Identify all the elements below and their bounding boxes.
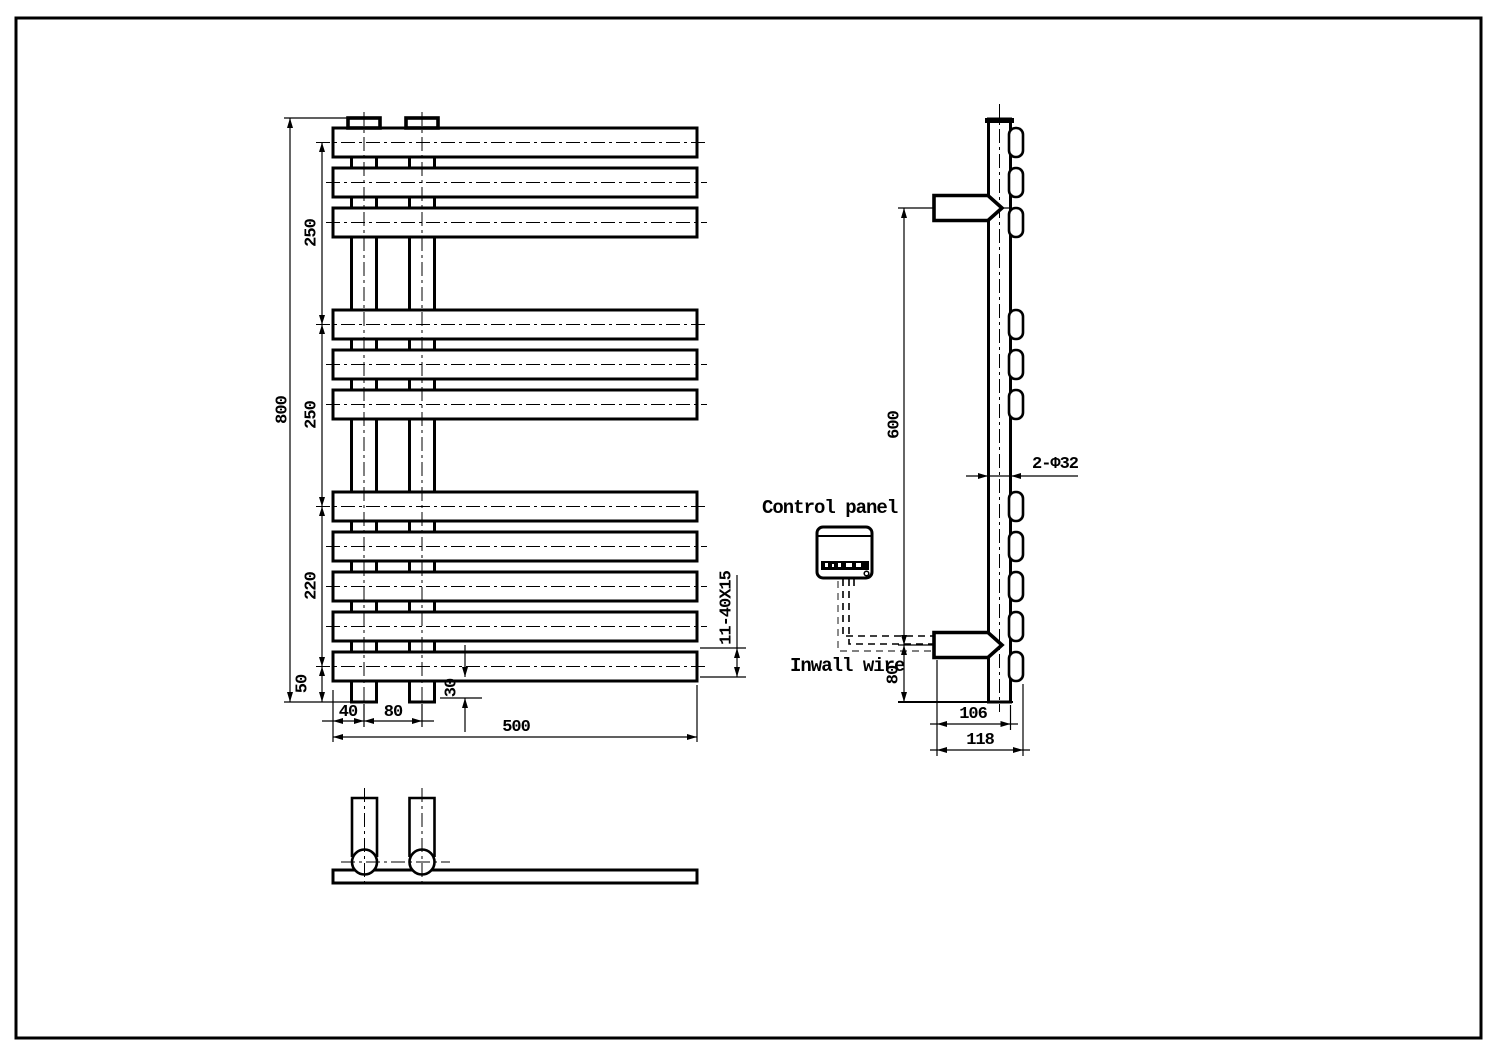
wall-bracket-top xyxy=(932,193,1005,223)
dim-label-118: 118 xyxy=(966,731,994,750)
dim-tube-spec: 2-Φ32 xyxy=(966,455,1080,479)
dim-label-600: 600 xyxy=(886,410,905,438)
bottom-view xyxy=(331,788,699,888)
bar-end xyxy=(1007,490,1025,523)
dim-bar-spec: 11-40X15 xyxy=(700,570,746,678)
bar-end xyxy=(1007,126,1025,159)
bar-end xyxy=(1007,570,1025,603)
bar-end xyxy=(1007,650,1025,683)
wall-bracket-bottom xyxy=(932,630,1005,660)
dim-label-800: 800 xyxy=(274,395,293,423)
dim-chain-vertical: 250 250 220 50 xyxy=(294,142,325,702)
front-view: 800 250 250 220 50 xyxy=(274,112,746,742)
dim-label-30: 30 xyxy=(443,678,462,697)
dim-label-250-top: 250 xyxy=(303,218,322,246)
dim-rail-protrusion: 30 xyxy=(440,645,482,732)
inwall-wire-label: Inwall wire xyxy=(790,655,905,677)
dim-label-40: 40 xyxy=(339,703,358,722)
bar-end xyxy=(1007,388,1025,421)
bar-end xyxy=(1007,308,1025,341)
dim-label-500: 500 xyxy=(502,718,530,737)
bar-end xyxy=(1007,610,1025,643)
dim-label-220: 220 xyxy=(303,571,322,599)
bar-end xyxy=(1007,530,1025,563)
dim-label-50: 50 xyxy=(294,674,313,693)
dim-label-250-mid: 250 xyxy=(303,400,322,428)
side-view: 600 80 2-Φ32 106 118 Control panel xyxy=(762,104,1080,756)
dim-label-tube-spec: 2-Φ32 xyxy=(1032,455,1079,474)
dim-overall-height: 800 xyxy=(274,117,352,703)
bar-end xyxy=(1007,348,1025,381)
display-segment xyxy=(832,564,834,567)
control-panel-label: Control panel xyxy=(762,497,898,519)
control-panel-display xyxy=(821,561,869,570)
control-panel: Control panel xyxy=(762,497,899,580)
dim-rail-offsets: 40 80 xyxy=(322,690,434,742)
dim-label-bar-spec: 11-40X15 xyxy=(718,570,737,644)
sheet-border xyxy=(14,16,1483,1040)
dim-label-80: 80 xyxy=(384,703,403,722)
display-segment xyxy=(846,563,852,567)
dim-bracket-span: 600 80 xyxy=(885,208,907,702)
display-segment xyxy=(856,563,861,567)
bar-end xyxy=(1007,206,1025,239)
dim-label-106: 106 xyxy=(959,705,987,724)
display-segment xyxy=(825,563,828,567)
dim-label-80-side: 80 xyxy=(885,665,904,684)
dim-overall-width: 500 xyxy=(333,685,698,742)
control-panel-button xyxy=(863,570,870,577)
dim-depths: 106 118 xyxy=(930,660,1030,756)
inwall-wire: Inwall wire xyxy=(790,579,934,677)
control-panel-body xyxy=(815,525,874,580)
bottom-bar xyxy=(331,868,699,885)
bar-end xyxy=(1007,166,1025,199)
display-segment xyxy=(838,563,841,567)
